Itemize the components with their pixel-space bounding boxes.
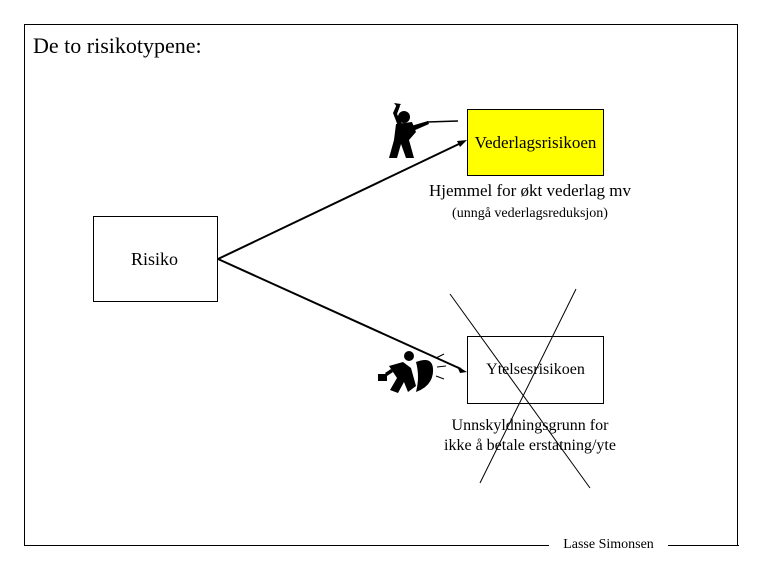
ytelse-description: Unnskyldningsgrunn for ikke å betale ers… (400, 416, 660, 456)
risiko-box: Risiko (93, 216, 218, 302)
frame-bottom-border-right (668, 545, 739, 546)
author-footer: Lasse Simonsen (549, 536, 668, 554)
slide-title: De to risikotypene: (33, 33, 202, 59)
vederlag-description: Hjemmel for økt vederlag mv (400, 180, 660, 202)
frame-bottom-border-left (24, 545, 549, 546)
risiko-label: Risiko (131, 249, 178, 270)
ytelsesrisiko-label: Ytelsesrisikoen (486, 361, 585, 379)
ytelse-description-line-2: ikke å betale erstatning/yte (400, 436, 660, 456)
ytelsesrisiko-box: Ytelsesrisikoen (467, 336, 604, 404)
ytelse-description-line-1: Unnskyldningsgrunn for (400, 416, 660, 436)
vederlagsrisiko-label: Vederlagsrisikoen (475, 133, 597, 153)
vederlag-sub-description: (unngå vederlagsreduksjon) (400, 205, 660, 223)
vederlagsrisiko-box: Vederlagsrisikoen (467, 109, 604, 176)
